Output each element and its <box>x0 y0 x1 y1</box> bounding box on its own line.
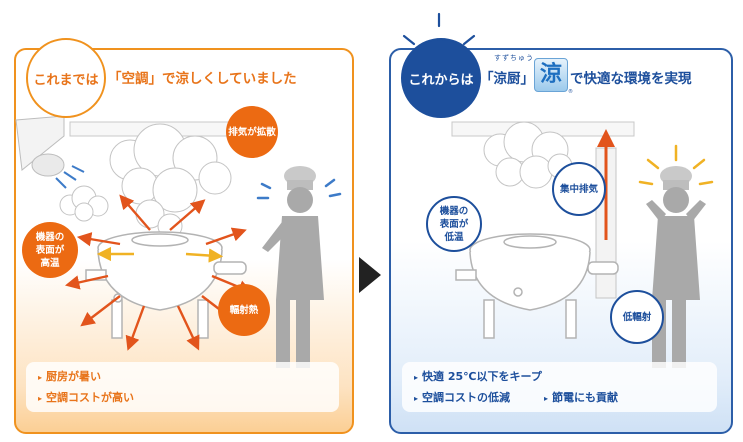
badge-surface-cool: 機器の 表面が 低温 <box>426 196 482 252</box>
after-point-2-label: 空調コストの低減 <box>422 391 511 404</box>
sweat-marks <box>256 178 342 200</box>
ruby-reading: すずちゅう <box>494 54 534 62</box>
badge-exhaust-spread: 排気が拡散 <box>226 106 278 158</box>
bullet-icon: ▸ <box>414 394 419 403</box>
heat-arrows-yellow <box>96 246 224 263</box>
badge-central-exhaust: 集中排気 <box>552 162 606 216</box>
after-points-box <box>402 362 717 412</box>
bullet-icon: ▸ <box>414 373 419 382</box>
registered-mark: ® <box>568 89 573 95</box>
before-headline: 「空調」で涼しくしていました <box>108 71 297 87</box>
after-point-3-label: 節電にも貢献 <box>552 391 619 404</box>
before-point-1-label: 厨房が暑い <box>46 370 102 383</box>
happy-marks <box>638 144 714 186</box>
badge-radiant-heat: 輻射熱 <box>218 284 270 336</box>
bullet-icon: ▸ <box>544 394 549 403</box>
after-headline: で快適な環境を実現 <box>570 71 692 87</box>
duct <box>15 115 65 171</box>
after-point-3: ▸節電にも貢献 <box>544 389 618 405</box>
after-title: これからは <box>401 38 481 118</box>
chef-hot <box>262 166 324 368</box>
steam-cloud <box>483 121 573 189</box>
before-points-box <box>26 362 339 412</box>
before-point-2: ▸空調コストが高い <box>38 389 134 405</box>
kettle <box>85 231 247 339</box>
kettle <box>455 233 619 339</box>
before-title: これまでは <box>26 38 106 118</box>
transition-arrow-icon <box>359 257 381 293</box>
small-steam-cloud <box>59 185 109 222</box>
before-point-1: ▸厨房が暑い <box>38 368 101 384</box>
logo-char: 涼 <box>539 62 562 87</box>
badge-low-radiant: 低輻射 <box>610 290 664 344</box>
after-point-1: ▸快適 25℃以下をキープ <box>414 368 542 384</box>
after-point-1-label: 快適 25℃以下をキープ <box>422 370 542 383</box>
before-point-2-label: 空調コストが高い <box>46 391 135 404</box>
vent-arrows <box>55 165 85 189</box>
after-point-2: ▸空調コストの低減 <box>414 389 510 405</box>
title-rays <box>402 12 476 46</box>
duct-vent <box>31 153 65 177</box>
bullet-icon: ▸ <box>38 373 43 382</box>
after-headline-brand: 「涼厨」 <box>480 71 534 87</box>
bullet-icon: ▸ <box>38 394 43 403</box>
badge-surface-hot: 機器の 表面が 高温 <box>22 222 78 278</box>
suzuchu-logo: 涼 <box>534 58 568 92</box>
chef-cool <box>646 166 706 368</box>
